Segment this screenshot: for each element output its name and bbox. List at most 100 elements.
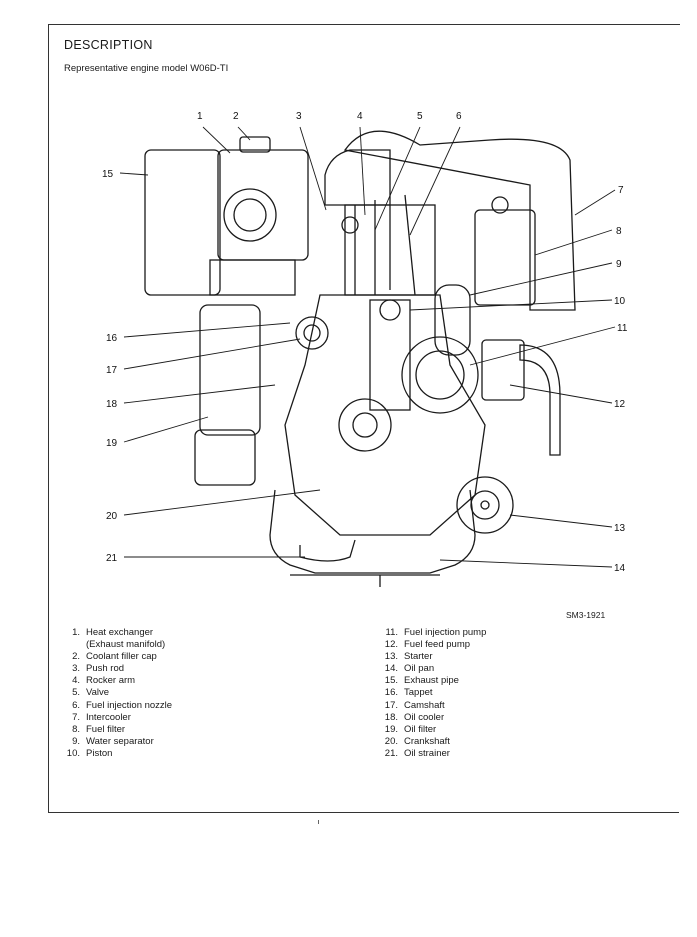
legend-number: 19. [384, 723, 398, 735]
callout-13: 13 [614, 523, 626, 534]
legend-label: Intercooler [86, 711, 131, 723]
callout-20: 20 [106, 511, 118, 522]
legend-label: Fuel filter [86, 723, 126, 735]
callout-16: 16 [106, 333, 118, 344]
cylinder-block [284, 294, 486, 536]
legend-item: 1. Heat exchanger [62, 627, 362, 639]
exhaust-pipe-shape [144, 149, 221, 296]
legend-label: Coolant filler cap [86, 651, 157, 663]
legend-item: 15.Exhaust pipe [380, 675, 660, 687]
callout-15: 15 [102, 169, 114, 180]
piston-cylinder [369, 299, 411, 411]
fuel-injection-pump-shape [401, 336, 479, 414]
callout-numbers: 1 2 3 4 5 6 7 8 9 10 11 12 13 14 15 16 1… [102, 111, 628, 574]
legend-label: Camshaft [404, 699, 445, 711]
legend-number: 5. [72, 687, 80, 699]
callout-11: 11 [617, 323, 628, 334]
callout-18: 18 [106, 399, 118, 410]
callout-7: 7 [618, 185, 624, 196]
callout-1: 1 [197, 111, 203, 122]
callout-leaders [119, 126, 616, 568]
legend-sub-label: (Exhaust manifold) [86, 639, 166, 651]
legend-item: 10. Piston [62, 748, 362, 760]
legend-label: Oil pan [404, 663, 435, 675]
legend-number: 11. [385, 627, 398, 638]
legend-number: 2. [72, 651, 80, 663]
rocker-cover-left [324, 149, 391, 206]
fuel-line [519, 344, 561, 456]
callout-3: 3 [296, 111, 302, 122]
legend-label: Push rod [86, 663, 125, 675]
legend-number: 6. [72, 699, 80, 711]
oil-pan-shape [269, 489, 476, 574]
legend-item: 9.Water separator [62, 736, 362, 748]
legend-number: 7. [72, 711, 80, 723]
legend-label: Oil strainer [404, 747, 450, 759]
legend-number: 12. [384, 639, 398, 651]
callout-9: 9 [616, 259, 622, 270]
callout-12: 12 [614, 399, 626, 410]
legend-item: 20.Crankshaft [380, 736, 660, 748]
legend-item: 6. Fuel injection nozzle [62, 700, 362, 712]
engine-cross-section-figure: 1 2 3 4 5 6 7 8 9 10 11 12 13 14 15 16 1… [90, 95, 650, 615]
legend-number: 21. [384, 747, 398, 759]
legend-number: 9. [72, 735, 80, 747]
legend-item: 7. Intercooler [62, 712, 362, 724]
legend-label: Fuel feed pump [404, 639, 471, 651]
legend-item: 21. Oil strainer [380, 748, 660, 760]
frame-bottom-rule [48, 812, 679, 813]
legend-item: 18. Oil cooler [380, 712, 660, 724]
engine-drawing [144, 130, 576, 587]
document-frame [48, 24, 680, 813]
legend-item: 2. Coolant filler cap [62, 651, 362, 663]
figure-code: SM3-1921 [566, 610, 606, 620]
legend-item: 14.Oil pan [380, 663, 660, 675]
legend-number: 17. [384, 699, 398, 711]
callout-4: 4 [357, 111, 363, 122]
manifold-lower [209, 259, 296, 296]
legend-left-column: 1. Heat exchanger (Exhaust manifold) 2. Co… [62, 627, 362, 760]
heat-exchanger-core-inner [233, 198, 267, 232]
engine-diagram: 1 2 3 4 5 6 7 8 9 10 11 12 13 14 15 16 1… [102, 111, 628, 587]
legend-label: Starter [404, 651, 433, 663]
page-title: DESCRIPTION [64, 38, 153, 52]
callout-19: 19 [106, 438, 118, 449]
page-subtitle: Representative engine model W06D-TI [64, 63, 229, 74]
callout-17: 17 [106, 365, 118, 376]
legend-label: Rocker arm [86, 675, 136, 687]
heat-exchanger-core [223, 188, 277, 242]
legend-item: 8.Fuel filter [62, 724, 362, 736]
legend-label: Piston [86, 747, 113, 759]
legend-number: 10. [66, 747, 80, 759]
legend-label: Fuel injection pump [404, 627, 487, 638]
legend-right-column: 11. Fuel injection pump 12. Fuel feed pump… [380, 627, 660, 760]
legend-item: 12. Fuel feed pump [380, 639, 660, 651]
legend-number: 4. [72, 675, 80, 687]
legend-item: 19.Oil filter [380, 724, 660, 736]
legend-number: 3. [72, 663, 80, 675]
legend-label: Fuel injection nozzle [86, 699, 173, 711]
legend-number: 1. [72, 627, 80, 638]
legend-item: 4. Rocker arm [62, 675, 362, 687]
intercooler-body [343, 130, 576, 311]
crankshaft-counterweight [338, 398, 392, 452]
callout-5: 5 [417, 111, 423, 122]
legend-item: 3. Push rod [62, 663, 362, 675]
page-tick-mark [318, 820, 319, 824]
oil-strainer-shape [299, 539, 356, 562]
legend-number: 18. [384, 711, 398, 723]
fuel-filter-shape [474, 209, 536, 306]
legend-item: 11. Fuel injection pump [380, 627, 660, 639]
callout-21: 21 [106, 553, 118, 564]
legend-item: 17. Camshaft [380, 700, 660, 712]
fuel-feed-pump-shape [481, 339, 525, 401]
legend-item: 5.Valve [62, 687, 362, 699]
legend-label: Heat exchanger [86, 627, 154, 638]
filler-cap-shape [239, 136, 271, 153]
legend-label: Tappet [404, 687, 433, 699]
legend-label: Oil cooler [404, 711, 445, 723]
oil-filter-shape [194, 429, 256, 486]
callout-6: 6 [456, 111, 462, 122]
callout-10: 10 [614, 296, 626, 307]
legend-item: 16.Tappet [380, 687, 660, 699]
